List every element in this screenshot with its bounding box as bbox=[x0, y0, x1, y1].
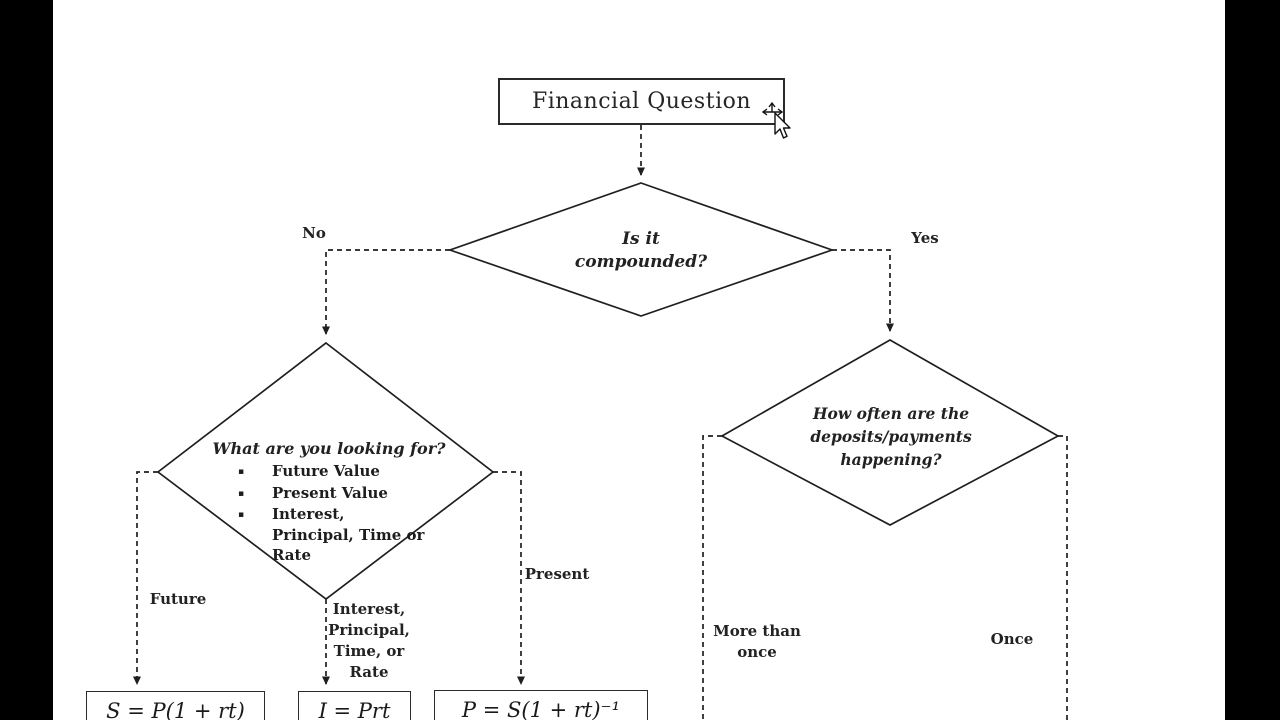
letterbox-left bbox=[0, 0, 53, 720]
letterbox-right bbox=[1225, 0, 1280, 720]
decision-deposits-line3: happening? bbox=[840, 450, 942, 469]
decision-deposits-text: How often are the deposits/payments happ… bbox=[810, 402, 971, 471]
decision-compounded-line2: compounded? bbox=[574, 252, 708, 272]
edge-label-interest-principal-time-rate: Interest, Principal, Time, or Rate bbox=[328, 599, 410, 683]
edge-label-line: Interest, bbox=[332, 600, 406, 618]
connector-yes-branch bbox=[832, 249, 894, 332]
decision-diamond-looking-for bbox=[156, 341, 495, 601]
decision-compounded-line1: Is it bbox=[622, 229, 660, 249]
list-item: ▪ Present Value bbox=[238, 483, 430, 505]
edge-label-more-than-once: More than once bbox=[713, 621, 801, 663]
decision-deposits-line1: How often are the bbox=[812, 404, 970, 423]
edge-label-line: Rate bbox=[349, 663, 389, 681]
formula-future-value: S = P(1 + rt) bbox=[106, 699, 245, 720]
edge-label-line: Principal, bbox=[328, 621, 410, 639]
connector-no-branch bbox=[322, 249, 450, 335]
edge-label-line: once bbox=[737, 643, 777, 661]
connector-future-branch bbox=[133, 471, 158, 685]
square-bullet-icon: ▪ bbox=[238, 488, 245, 499]
edge-label-once: Once bbox=[990, 630, 1034, 648]
list-item-label: Present Value bbox=[272, 483, 388, 502]
decision-diamond-deposits bbox=[720, 339, 1060, 526]
list-item-label: Interest, Principal, Time or Rate bbox=[272, 505, 425, 564]
connector-more-than-once-branch bbox=[702, 435, 722, 720]
edge-label-no: No bbox=[302, 224, 326, 242]
pointer-cursor-icon bbox=[774, 112, 791, 139]
result-node-interest: I = Prt bbox=[298, 691, 411, 720]
start-node-label: Financial Question bbox=[531, 89, 752, 114]
decision-diamond-compounded bbox=[447, 182, 835, 317]
result-node-future-value: S = P(1 + rt) bbox=[86, 691, 265, 720]
edge-label-line: Time, or bbox=[333, 642, 405, 660]
formula-present-value: P = S(1 + rt)⁻¹ bbox=[461, 698, 621, 720]
decision-looking-for-list: ▪ Future Value ▪ Present Value ▪ Interes… bbox=[238, 461, 430, 566]
connector-once-branch bbox=[1058, 435, 1068, 720]
square-bullet-icon: ▪ bbox=[238, 510, 245, 520]
square-bullet-icon: ▪ bbox=[238, 467, 245, 477]
decision-compounded-text: Is it compounded? bbox=[575, 228, 707, 274]
result-node-present-value: P = S(1 + rt)⁻¹ bbox=[434, 690, 648, 720]
list-item-label: Future Value bbox=[272, 462, 380, 480]
move-cursor-icon bbox=[761, 101, 784, 116]
edge-label-line: More than bbox=[713, 622, 801, 640]
start-node-financial-question: Financial Question bbox=[498, 78, 785, 125]
edge-label-future: Future bbox=[149, 590, 207, 608]
formula-interest: I = Prt bbox=[318, 699, 391, 720]
decision-deposits-line2: deposits/payments bbox=[810, 427, 972, 446]
edge-label-yes: Yes bbox=[911, 229, 939, 247]
list-item: ▪ Future Value bbox=[238, 461, 430, 483]
connector-present-branch bbox=[493, 471, 525, 685]
decision-looking-for-heading: What are you looking for? bbox=[212, 439, 446, 458]
list-item: ▪ Interest, Principal, Time or Rate bbox=[238, 504, 430, 566]
edge-label-present: Present bbox=[524, 565, 590, 583]
